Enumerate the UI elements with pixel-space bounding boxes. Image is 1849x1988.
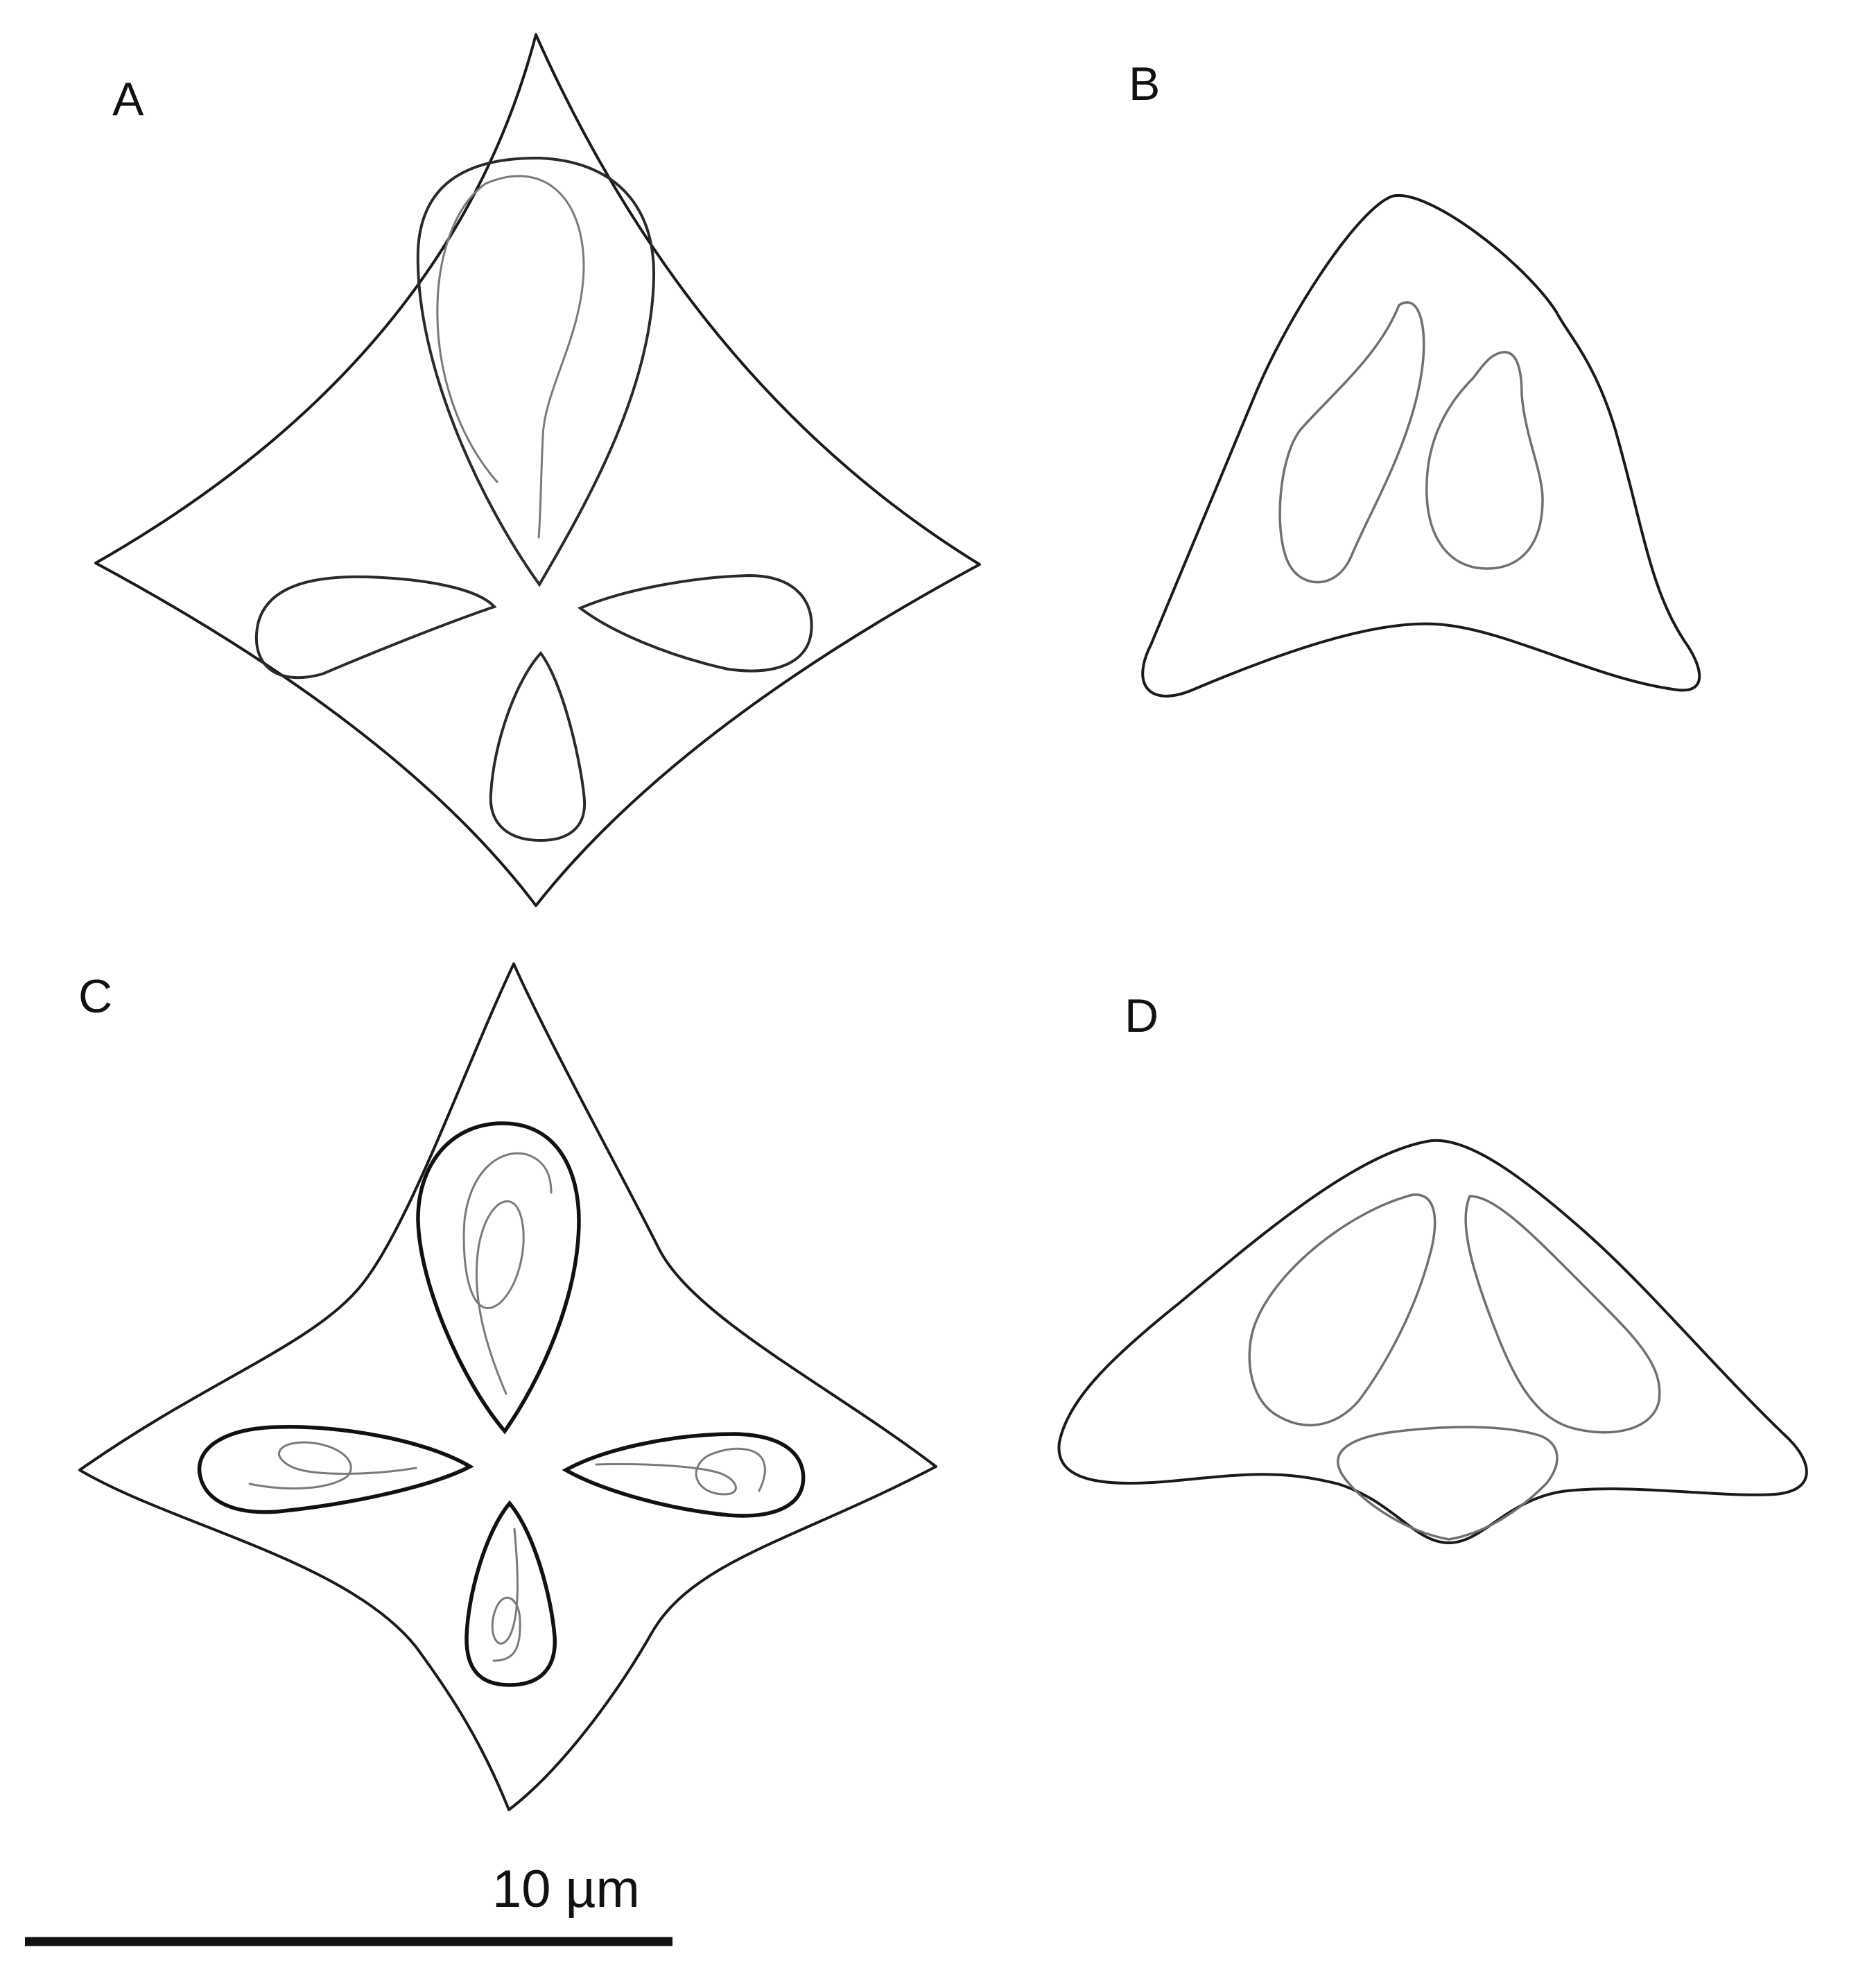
- panel-d-cell-outline: [1057, 1139, 1808, 1544]
- panel-c-lobe-left: [197, 1425, 474, 1514]
- panel-c-cell-outline: [78, 962, 937, 1811]
- panel-a: A: [94, 33, 981, 907]
- panel-d-lobe-right: [1464, 1195, 1661, 1434]
- panel-c-label: C: [78, 970, 112, 1023]
- panel-a-cell-outline: [94, 33, 981, 907]
- panel-c-lobe-right: [562, 1432, 806, 1518]
- scale-bar: 10 µm: [25, 1860, 672, 1946]
- panel-d-lobe-left: [1248, 1193, 1436, 1426]
- panel-c-lobe-bottom: [465, 1500, 557, 1687]
- panel-d: D: [1057, 989, 1808, 1544]
- panel-b-lobe-right: [1425, 351, 1544, 570]
- panel-b-lobe-left: [1278, 301, 1425, 584]
- panel-c: C: [78, 962, 937, 1811]
- panel-a-lobe-top: [416, 156, 656, 587]
- panel-c-filament-left: [248, 1441, 417, 1490]
- panel-a-lobe-left: [254, 575, 497, 680]
- panel-c-filament-top: [462, 1152, 553, 1395]
- panel-a-lobe-right: [578, 573, 813, 673]
- panel-d-lobe-bottom: [1337, 1426, 1559, 1541]
- panel-c-lobe-top: [416, 1121, 581, 1435]
- panel-c-filament-right: [595, 1447, 766, 1496]
- panel-a-label: A: [112, 73, 144, 126]
- scale-bar-label: 10 µm: [492, 1860, 640, 1919]
- panel-d-label: D: [1125, 989, 1158, 1042]
- panel-b-cell-outline: [1141, 193, 1701, 698]
- panel-b: B: [1129, 58, 1701, 698]
- panel-b-label: B: [1129, 58, 1160, 110]
- panel-c-filament-bottom: [491, 1528, 521, 1662]
- panel-a-lobe-bottom: [489, 650, 587, 842]
- panel-a-filament: [436, 175, 585, 539]
